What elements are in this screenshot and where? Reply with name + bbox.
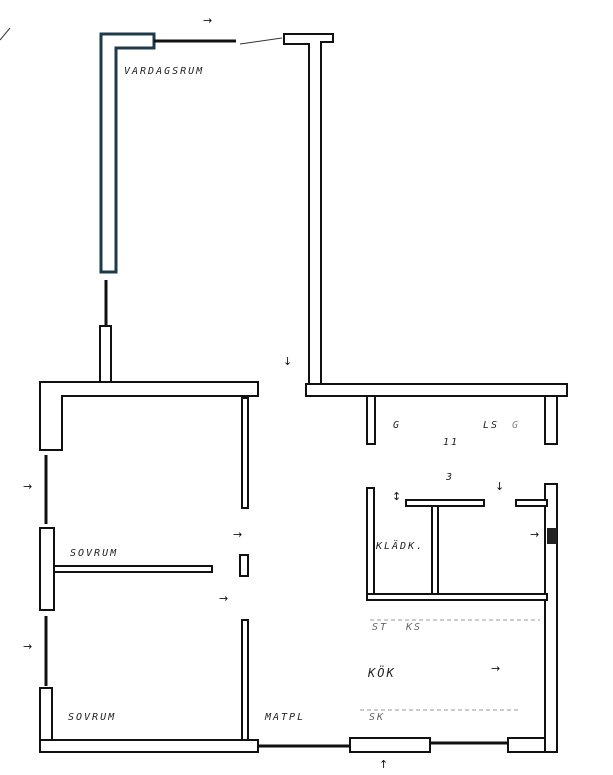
chimney [547, 528, 557, 544]
closet-south-wall [366, 593, 548, 601]
arrow-right-icon: → [530, 528, 540, 541]
arrow-updown-icon: ↕ [392, 490, 402, 503]
closet-north-wall [405, 499, 485, 507]
fixture-ls: LS [483, 420, 500, 431]
bedroom-door-jamb [239, 554, 249, 577]
room-label-bedroom-2: SOVRUM [68, 712, 117, 723]
stair-mark-top: 11 [443, 437, 460, 448]
arrow-right-icon: → [219, 592, 229, 605]
living-room-east-wall [283, 33, 334, 387]
closet-divider [431, 505, 439, 595]
arrow-down-icon: ↓ [283, 355, 293, 368]
g-stub [366, 395, 376, 445]
room-label-dining: MATPL [265, 712, 306, 723]
west-wall-mid [39, 527, 55, 611]
entry-door-swing [239, 37, 283, 45]
bedroom-divider [53, 565, 213, 573]
living-room-west-wall [99, 32, 156, 274]
arrow-up-icon: ↑ [379, 758, 389, 771]
stair-mark-bottom: 3 [446, 472, 455, 483]
closet-north-wall-east [515, 499, 548, 507]
fixture-g-1: G [393, 420, 402, 431]
partition-south [241, 619, 249, 743]
fixture-g-2: G [512, 420, 521, 431]
fixture-sk: SK [369, 712, 386, 723]
closet-west-wall [366, 487, 375, 599]
arrow-icon: → [203, 14, 213, 27]
arrow-right-icon: → [23, 640, 33, 653]
room-label-closet: KLÄDK. [376, 541, 425, 552]
east-wall [544, 483, 558, 753]
fixture-st: ST [372, 622, 389, 633]
fixture-ks: KS [406, 622, 423, 633]
partition-north [241, 397, 249, 509]
arrow-right-icon: → [491, 662, 501, 675]
arrow-right-icon: → [23, 480, 33, 493]
room-label-living: VARDAGSRUM [124, 66, 205, 77]
arrow-down-icon: ↓ [495, 480, 505, 493]
arrow-right-icon: → [233, 528, 243, 541]
south-wall-west [39, 739, 259, 753]
central-wall-west [39, 381, 259, 451]
corner-mark [0, 27, 11, 41]
south-door-frame [349, 737, 431, 753]
east-stub [544, 395, 558, 445]
living-south-stub [99, 325, 112, 385]
room-label-kitchen: KÖK [368, 666, 396, 680]
central-wall-east [305, 383, 568, 397]
room-label-bedroom-1: SOVRUM [70, 548, 119, 559]
